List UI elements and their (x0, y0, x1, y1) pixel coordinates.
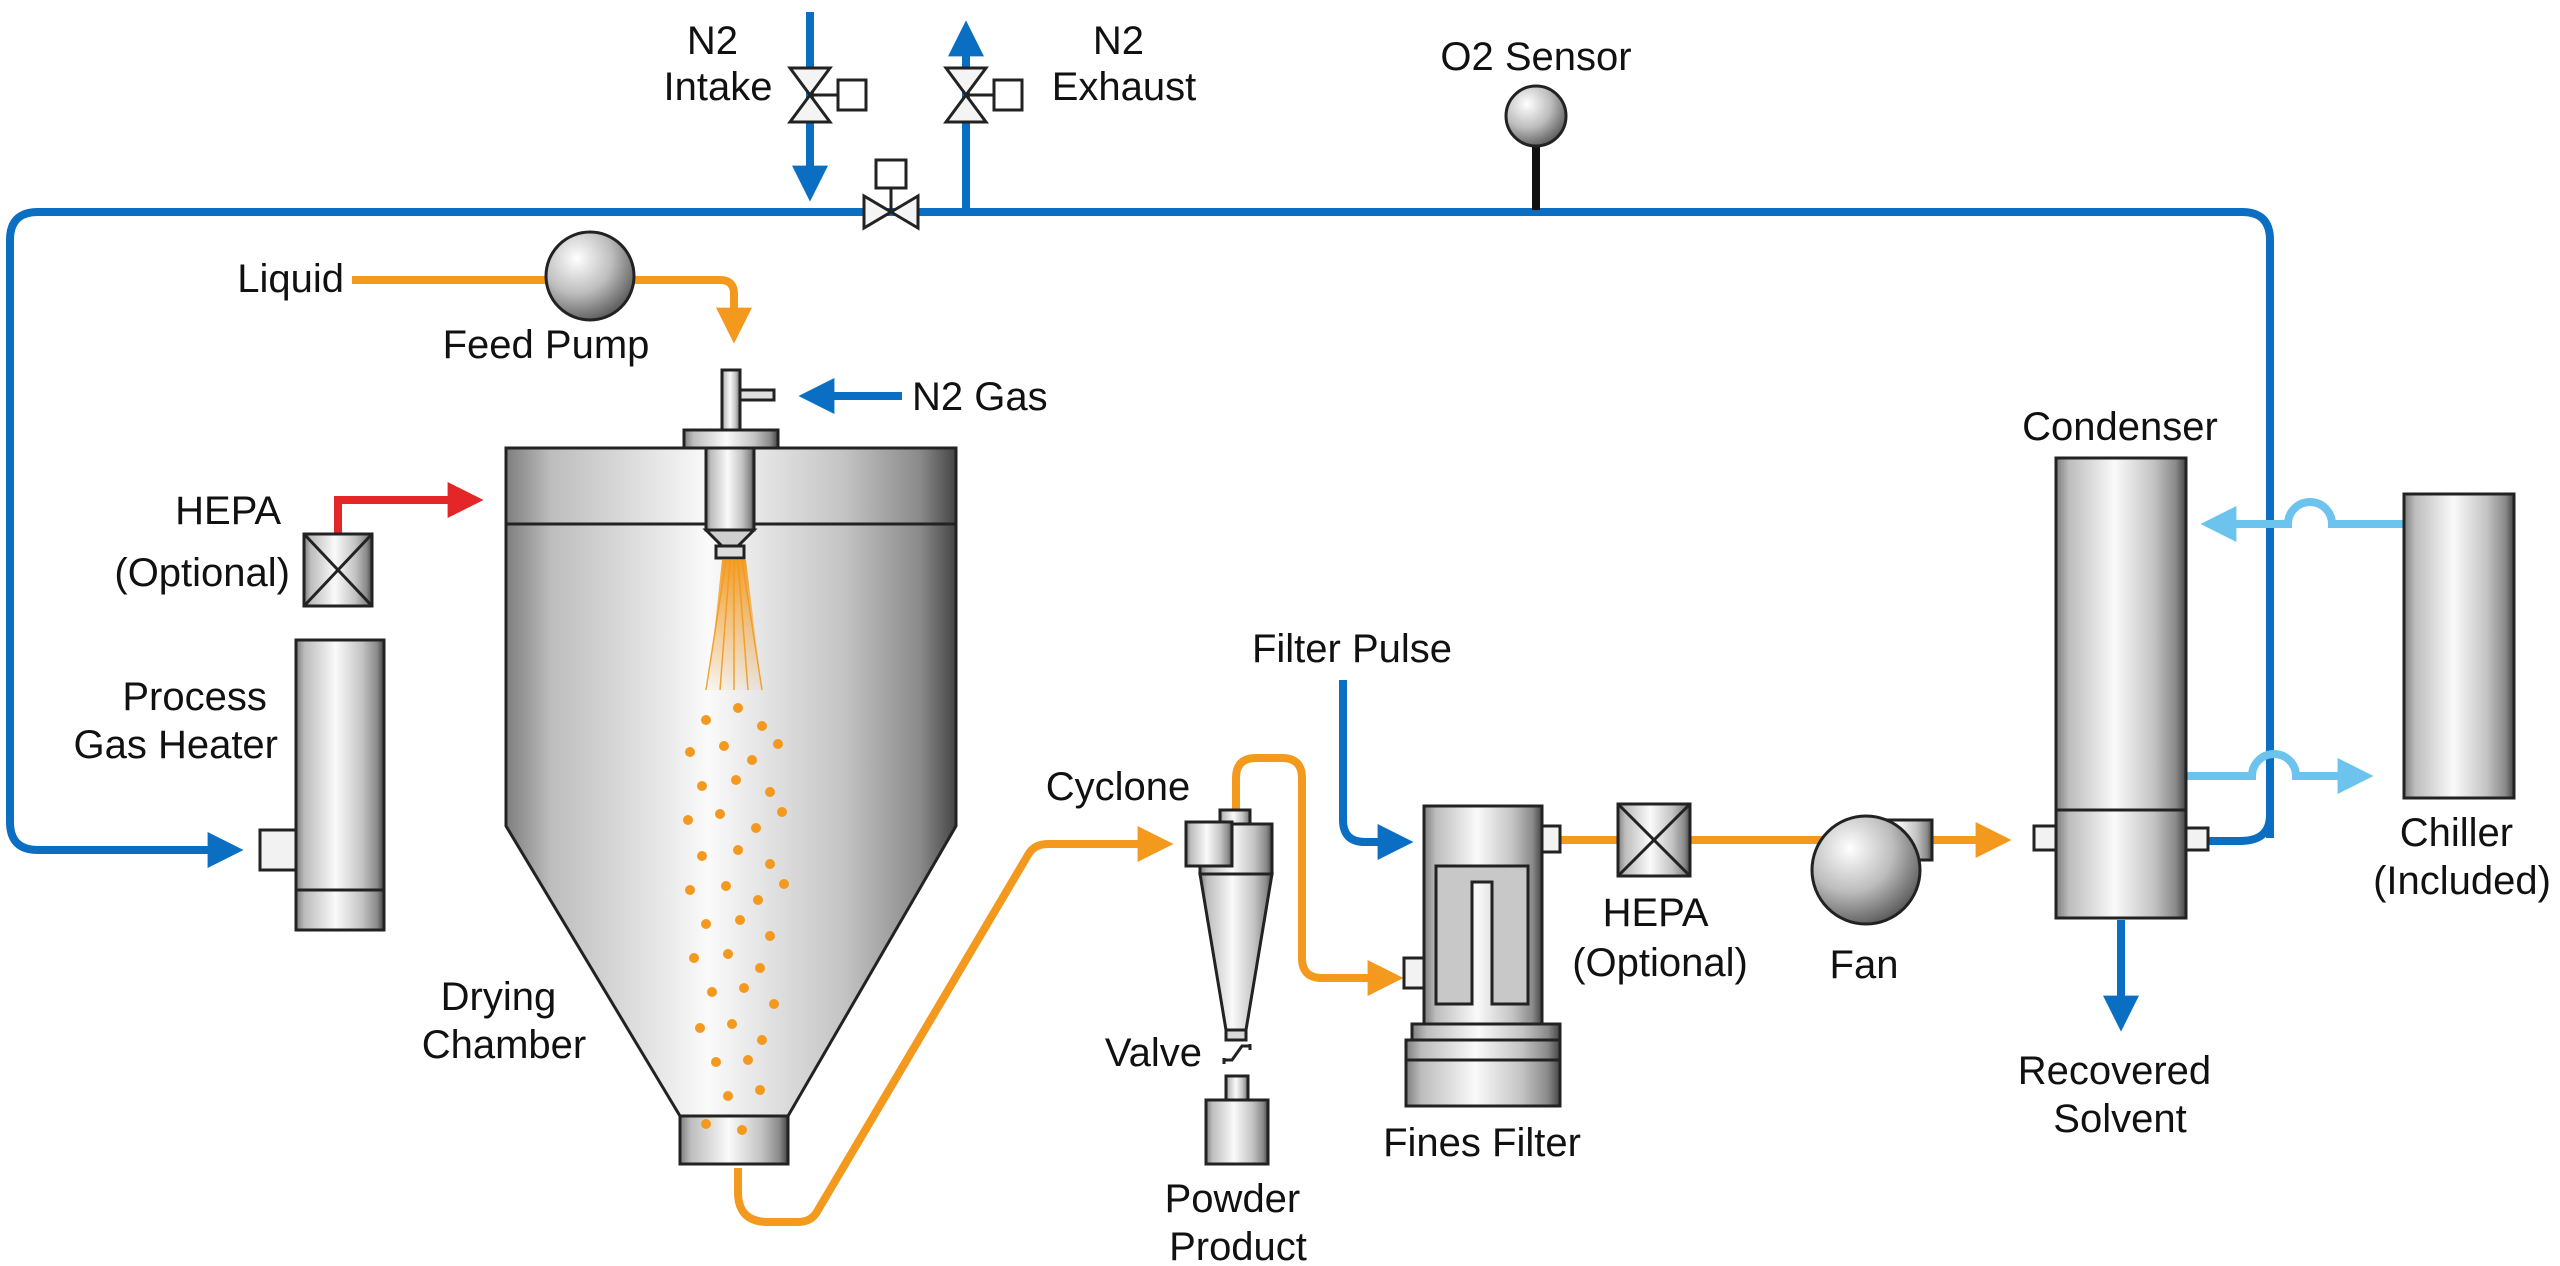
powder-droplet (751, 823, 761, 833)
hepa-filter-icon (302, 532, 374, 608)
fan-label: Fan (1830, 943, 1899, 987)
recovered-solvent-label: Recovered Solvent (2018, 1049, 2223, 1141)
powder-droplet (715, 809, 725, 819)
powder-droplet (753, 895, 763, 905)
sensor-icon (1504, 84, 1568, 148)
liquid-feed-line (352, 276, 752, 344)
condenser (2032, 456, 2210, 920)
powder-droplet (723, 949, 733, 959)
hepa-inlet-label: HEPA (Optional) (114, 489, 290, 595)
chiller-return-line (2186, 750, 2374, 794)
atomizer-top (720, 368, 742, 432)
powder-droplet (779, 879, 789, 889)
pump-icon (544, 230, 636, 322)
powder-droplet (773, 739, 783, 749)
fines-filter-label: Fines Filter (1383, 1121, 1581, 1165)
condenser-label: Condenser (2022, 405, 2218, 449)
heater-inlet-port (258, 828, 298, 872)
powder-droplet (747, 755, 757, 765)
process-gas-heater-label: Process Gas Heater (73, 675, 278, 767)
powder-droplet (683, 815, 693, 825)
chiller-supply-line (2200, 498, 2404, 542)
fines-filter (1402, 804, 1562, 1108)
atomizer-nozzle (714, 544, 746, 560)
powder-droplets (683, 703, 789, 1135)
spray-streaks (705, 559, 763, 691)
powder-droplet (765, 931, 775, 941)
atomizer-body (704, 446, 756, 532)
valve-icon (787, 66, 868, 124)
powder-droplet (711, 1057, 721, 1067)
powder-droplet (707, 987, 717, 997)
n2-intake-label: N2 Intake (664, 19, 773, 109)
hepa-filter-icon (1616, 802, 1692, 878)
powder-droplet (739, 983, 749, 993)
powder-droplet (777, 807, 787, 817)
chiller-label: Chiller (Included) (2373, 811, 2551, 903)
fan-icon (1810, 814, 1934, 926)
chamber-to-cyclone-line (734, 826, 1174, 1226)
powder-droplet (695, 1023, 705, 1033)
powder-droplet (685, 747, 695, 757)
valve-icon (943, 66, 1024, 124)
o2-sensor-label: O2 Sensor (1440, 35, 1631, 79)
powder-droplet (685, 885, 695, 895)
n2-gas-label: N2 Gas (912, 375, 1048, 419)
powder-collector (1204, 1074, 1270, 1166)
powder-droplet (743, 1055, 753, 1065)
powder-droplet (731, 775, 741, 785)
powder-product-label: Powder Product (1165, 1177, 1312, 1266)
powder-droplet (723, 1091, 733, 1101)
hepa-outlet-label: HEPA (Optional) (1572, 891, 1748, 985)
powder-droplet (769, 999, 779, 1009)
powder-droplet (735, 915, 745, 925)
filter-pulse-label: Filter Pulse (1252, 627, 1452, 671)
discharge-valve (1222, 1044, 1252, 1064)
powder-droplet (689, 953, 699, 963)
n2-exhaust-label: N2 Exhaust (1052, 19, 1197, 109)
nitrogen-return-loop (6, 208, 2274, 868)
powder-droplet (765, 859, 775, 869)
powder-droplet (733, 845, 743, 855)
powder-droplet (757, 721, 767, 731)
chiller (2402, 492, 2516, 800)
powder-droplet (737, 1125, 747, 1135)
valve-label: Valve (1105, 1031, 1202, 1075)
powder-droplet (733, 703, 743, 713)
powder-droplet (721, 881, 731, 891)
chamber-outlet (678, 1114, 790, 1166)
process-gas-heater (294, 638, 386, 932)
cyclone (1184, 808, 1274, 1042)
powder-droplet (701, 919, 711, 929)
powder-droplet (755, 1085, 765, 1095)
powder-droplet (697, 781, 707, 791)
powder-droplet (757, 1035, 767, 1045)
atomizer-mount (682, 428, 780, 450)
powder-droplet (719, 741, 729, 751)
powder-droplet (755, 963, 765, 973)
cyclone-to-filter-line (1232, 754, 1404, 996)
cyclone-label: Cyclone (1046, 765, 1191, 809)
filter-pulse-line (1339, 680, 1414, 860)
feed-pump-label: Feed Pump (443, 323, 650, 367)
powder-droplet (727, 1019, 737, 1029)
condenser-to-loop-line (2190, 814, 2274, 845)
powder-droplet (697, 851, 707, 861)
powder-droplet (701, 715, 711, 725)
drying-chamber-label: Drying Chamber (422, 975, 587, 1067)
liquid-label: Liquid (237, 257, 344, 301)
valve-icon (862, 158, 920, 231)
powder-droplet (765, 787, 775, 797)
powder-droplet (701, 1119, 711, 1129)
